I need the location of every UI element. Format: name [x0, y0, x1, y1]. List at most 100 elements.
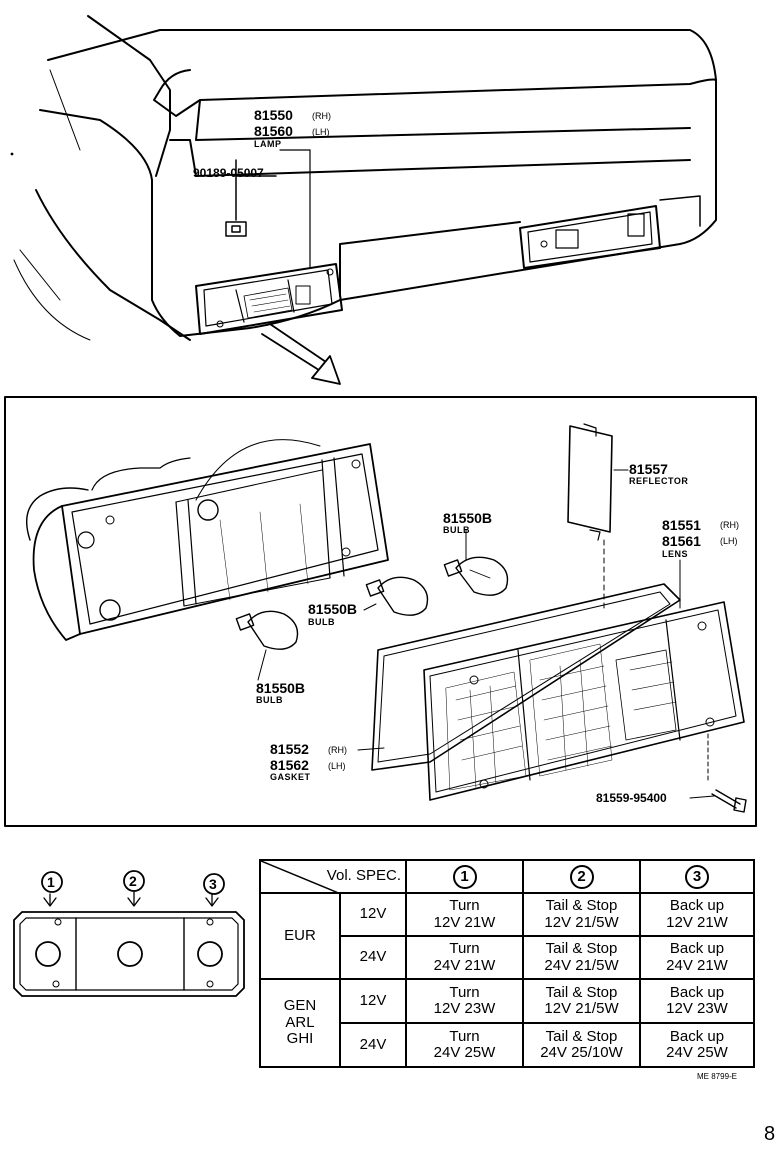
bulb-rating: 24V 21/5W	[544, 956, 619, 974]
volt-cell: 12V	[339, 892, 407, 937]
bulb-function: Back up	[669, 940, 725, 957]
page-mark: 8	[764, 1123, 776, 1145]
spec-header-row: Vol. SPEC. 1 2 3	[259, 859, 755, 894]
spec-col3-header: 3	[639, 859, 755, 894]
lens-lh-side: (LH)	[720, 536, 738, 546]
bulb-function: Turn	[449, 897, 480, 914]
bulb-rating: 24V 25/10W	[540, 1044, 623, 1061]
bulb-rating: 12V 23W	[433, 1000, 496, 1017]
bulb-function: Back up	[669, 1027, 725, 1045]
gasket-name: GASKET	[270, 772, 311, 782]
gasket-rh-side: (RH)	[328, 745, 347, 755]
gasket-lh-part-number: 81562	[270, 757, 309, 773]
bulb-rating: 24V 25W	[666, 1044, 728, 1061]
region-label: ARL	[285, 1013, 315, 1031]
spec-col2-header: 2	[522, 859, 641, 894]
leader-lines	[257, 529, 681, 751]
vehicle-right-lamp	[519, 205, 661, 269]
bulb-function: Back up	[669, 897, 725, 914]
spec-col1-header: 1	[405, 859, 524, 894]
lens-rh-part-number: 81551	[662, 517, 701, 533]
gasket	[371, 583, 681, 771]
lamp-name: LAMP	[254, 139, 282, 149]
diagonal-divider	[261, 861, 341, 894]
bulb-function: Tail & Stop	[545, 940, 618, 957]
bulb-rating: 24V 21W	[666, 956, 728, 974]
region-label: GEN	[283, 997, 317, 1015]
reflector-name: REFLECTOR	[629, 476, 689, 486]
clip-fastener	[225, 159, 277, 237]
pointer-arrow	[261, 323, 341, 385]
lamp-housing	[26, 439, 389, 641]
position-marker-2-icon	[123, 870, 145, 892]
gasket-rh-part-number: 81552	[270, 741, 309, 757]
region-label: EUR	[284, 926, 316, 944]
clip-part-number: 90189-05007	[193, 166, 264, 180]
bulb-top-part-number: 81550B	[443, 510, 493, 526]
region-cell-eur: EUR	[259, 892, 341, 980]
spec-header-cell: Vol. SPEC.	[259, 859, 407, 894]
lamp-rh-side: (RH)	[312, 111, 331, 121]
bulb-mid-part-number: 81550B	[308, 601, 358, 617]
spec-header-label: Vol. SPEC.	[326, 867, 401, 885]
bulb-function: Turn	[449, 940, 480, 957]
bulb-low	[235, 610, 299, 650]
col2-marker-icon: 2	[569, 864, 594, 889]
bulb-function: Tail & Stop	[545, 983, 618, 1001]
lamp-lh-side: (LH)	[312, 127, 330, 137]
vehicle-left-lamp	[195, 263, 343, 335]
position-marker-2-label: 2	[129, 873, 137, 889]
gasket-lh-side: (LH)	[328, 761, 346, 771]
bulb-low-part-number: 81550B	[256, 680, 306, 696]
bulb-function: Back up	[669, 983, 725, 1001]
screw-part-number: 81559-95400	[596, 791, 667, 805]
bulb-rating: 12V 21/5W	[544, 1000, 619, 1017]
bulb-rating: 12V 23W	[666, 1000, 728, 1017]
bulb-function: Tail & Stop	[545, 897, 618, 914]
lamp-face-schematic	[13, 911, 245, 997]
lens-rh-side: (RH)	[720, 520, 739, 530]
bulb-rating: 12V 21W	[666, 913, 728, 931]
bulb-mid-name: BULB	[308, 617, 335, 627]
lens-lh-part-number: 81561	[662, 533, 701, 549]
bulb-low-name: BULB	[256, 695, 283, 705]
bulb-rating: 24V 21W	[433, 956, 496, 974]
reflector-part-number: 81557	[629, 461, 668, 477]
col1-marker-icon: 1	[452, 864, 477, 889]
bulb-function: Tail & Stop	[545, 1027, 618, 1045]
lamp-rh-part-number: 81550	[254, 107, 293, 123]
col3-marker-icon: 3	[685, 864, 709, 889]
bulb-rating: 12V 21/5W	[544, 913, 619, 931]
lens-name: LENS	[662, 549, 689, 559]
vehicle-rear-body	[13, 15, 717, 341]
screw	[689, 789, 747, 813]
volt-cell: 24V	[339, 935, 407, 980]
bulb-mid	[365, 576, 429, 616]
position-marker-1-icon	[41, 871, 63, 893]
diagram-code: ME 8799-E	[697, 1072, 738, 1081]
reflector	[567, 423, 629, 611]
position-marker-3-label: 3	[209, 876, 217, 892]
volt-cell: 12V	[339, 978, 407, 1024]
volt-cell: 24V	[339, 1022, 407, 1068]
bulb-rating: 12V 21W	[433, 913, 496, 931]
position-marker-1-label: 1	[47, 874, 55, 890]
down-arrow-icon	[43, 891, 219, 907]
bulb-top-name: BULB	[443, 525, 470, 535]
region-label: GHI	[286, 1030, 314, 1048]
bulb-function: Turn	[449, 983, 480, 1001]
lamp-lh-part-number: 81560	[254, 123, 293, 139]
